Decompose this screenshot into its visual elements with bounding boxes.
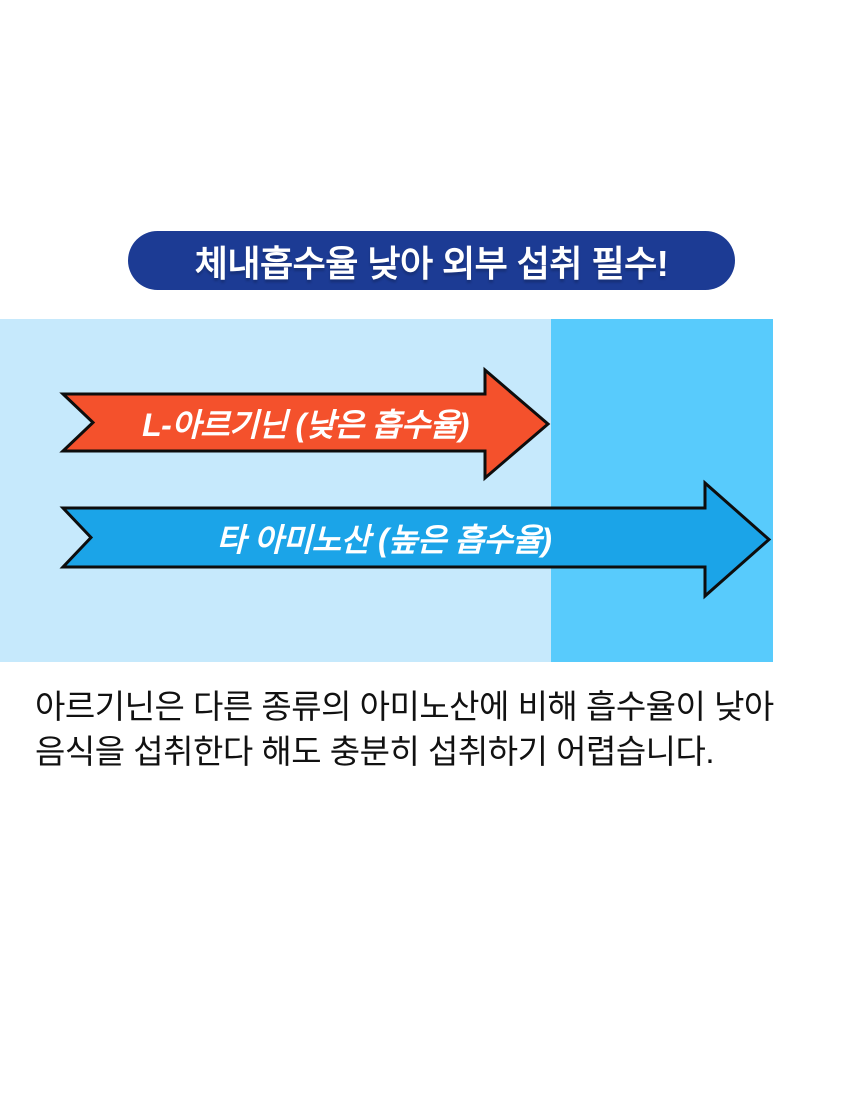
high-absorption-arrow-shape [59, 479, 772, 600]
title-banner: 체내흡수율 낮아 외부 섭취 필수! [128, 231, 735, 290]
absorption-comparison-panel: L-아르기닌 (낮은 흡수율) 타 아미노산 (높은 흡수율) [0, 319, 773, 662]
caption-line-1: 아르기닌은 다른 종류의 아미노산에 비해 흡수율이 낮아 [35, 688, 774, 725]
caption-text: 아르기닌은 다른 종류의 아미노산에 비해 흡수율이 낮아 음식을 섭취한다 해… [35, 684, 774, 774]
caption-line-2: 음식을 섭취한다 해도 충분히 섭취하기 어렵습니다. [35, 733, 715, 770]
title-banner-label: 체내흡수율 낮아 외부 섭취 필수! [194, 242, 669, 284]
panel-highlight-region [551, 319, 773, 662]
low-absorption-arrow-shape [59, 366, 551, 482]
absorption-arrows-graphic [59, 366, 772, 600]
